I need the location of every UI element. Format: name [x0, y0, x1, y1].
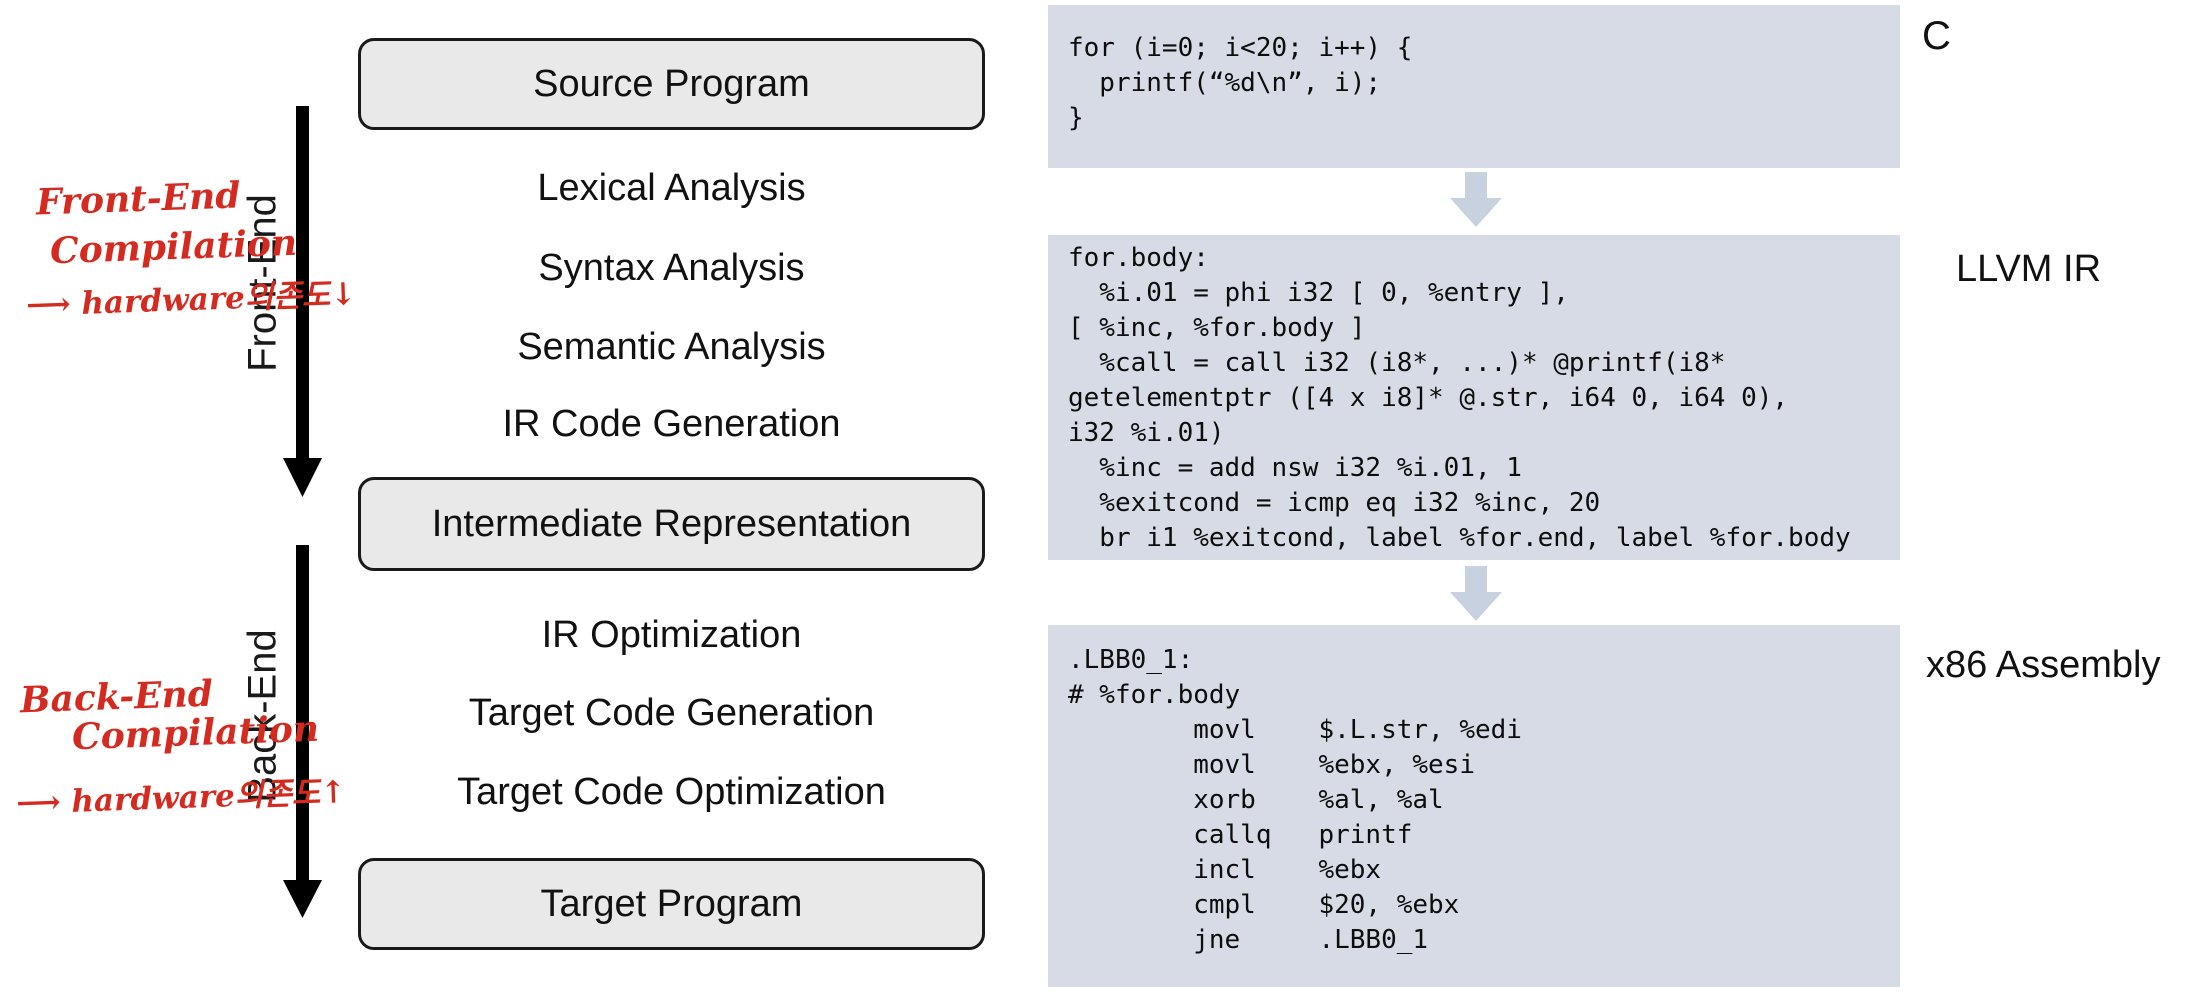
code-line: i32 %i.01): [1068, 418, 1225, 448]
code-line: for.body:: [1068, 243, 1209, 273]
back-end-annotation-line2: Compilation: [71, 707, 320, 759]
code-line: jne .LBB0_1: [1068, 925, 1429, 955]
llvm-to-x86-arrow-icon: [1450, 566, 1502, 621]
code-line: }: [1068, 103, 1084, 133]
step-ir-code-generation: IR Code Generation: [502, 402, 841, 445]
code-line: cmpl $20, %ebx: [1068, 890, 1460, 920]
code-line: %call = call i32 (i8*, ...)* @printf(i8*: [1068, 348, 1726, 378]
step-target-code-optimization: Target Code Optimization: [457, 770, 886, 813]
front-end-annotation-line2: Compilation: [49, 221, 298, 273]
code-line: movl $.L.str, %edi: [1068, 715, 1522, 745]
llvm-ir-language-label: LLVM IR: [1956, 248, 2102, 290]
code-line: callq printf: [1068, 820, 1413, 850]
code-line: br i1 %exitcond, label %for.end, label %…: [1068, 523, 1851, 553]
x86-assembly-language-label: x86 Assembly: [1926, 644, 2161, 686]
code-line: printf(“%d\n”, i);: [1068, 68, 1382, 98]
target-program-label: Target Program: [540, 882, 803, 925]
intermediate-representation-label: Intermediate Representation: [431, 502, 912, 545]
front-end-arrow-icon: [283, 106, 322, 497]
source-program-label: Source Program: [533, 62, 810, 105]
front-end-annotation-line1: Front-End: [35, 174, 242, 224]
c-to-llvm-arrow-icon: [1450, 172, 1502, 227]
step-lexical-analysis: Lexical Analysis: [537, 166, 806, 209]
source-program-box: Source Program: [358, 38, 985, 130]
step-target-code-generation: Target Code Generation: [468, 691, 875, 734]
llvm-ir-code-panel: for.body: %i.01 = phi i32 [ 0, %entry ],…: [1048, 235, 1900, 560]
c-language-label: C: [1922, 14, 1951, 58]
code-line: %i.01 = phi i32 [ 0, %entry ],: [1068, 278, 1569, 308]
x86-assembly-code-panel: .LBB0_1: # %for.body movl $.L.str, %edi …: [1048, 625, 1900, 987]
intermediate-representation-box: Intermediate Representation: [358, 477, 985, 571]
code-line: %inc = add nsw i32 %i.01, 1: [1068, 453, 1522, 483]
code-line: incl %ebx: [1068, 855, 1382, 885]
target-program-box: Target Program: [358, 858, 985, 950]
code-line: for (i=0; i<20; i++) {: [1068, 33, 1413, 63]
code-line: # %for.body: [1068, 680, 1241, 710]
step-semantic-analysis: Semantic Analysis: [517, 325, 826, 368]
c-code-panel: for (i=0; i<20; i++) { printf(“%d\n”, i)…: [1048, 5, 1900, 168]
code-line: getelementptr ([4 x i8]* @.str, i64 0, i…: [1068, 383, 1789, 413]
code-line: xorb %al, %al: [1068, 785, 1444, 815]
code-line: [ %inc, %for.body ]: [1068, 313, 1366, 343]
code-line: %exitcond = icmp eq i32 %inc, 20: [1068, 488, 1601, 518]
code-line: .LBB0_1:: [1068, 645, 1194, 675]
step-ir-optimization: IR Optimization: [541, 613, 802, 656]
step-syntax-analysis: Syntax Analysis: [538, 246, 805, 289]
back-end-arrow-icon: [283, 545, 322, 918]
code-line: movl %ebx, %esi: [1068, 750, 1475, 780]
